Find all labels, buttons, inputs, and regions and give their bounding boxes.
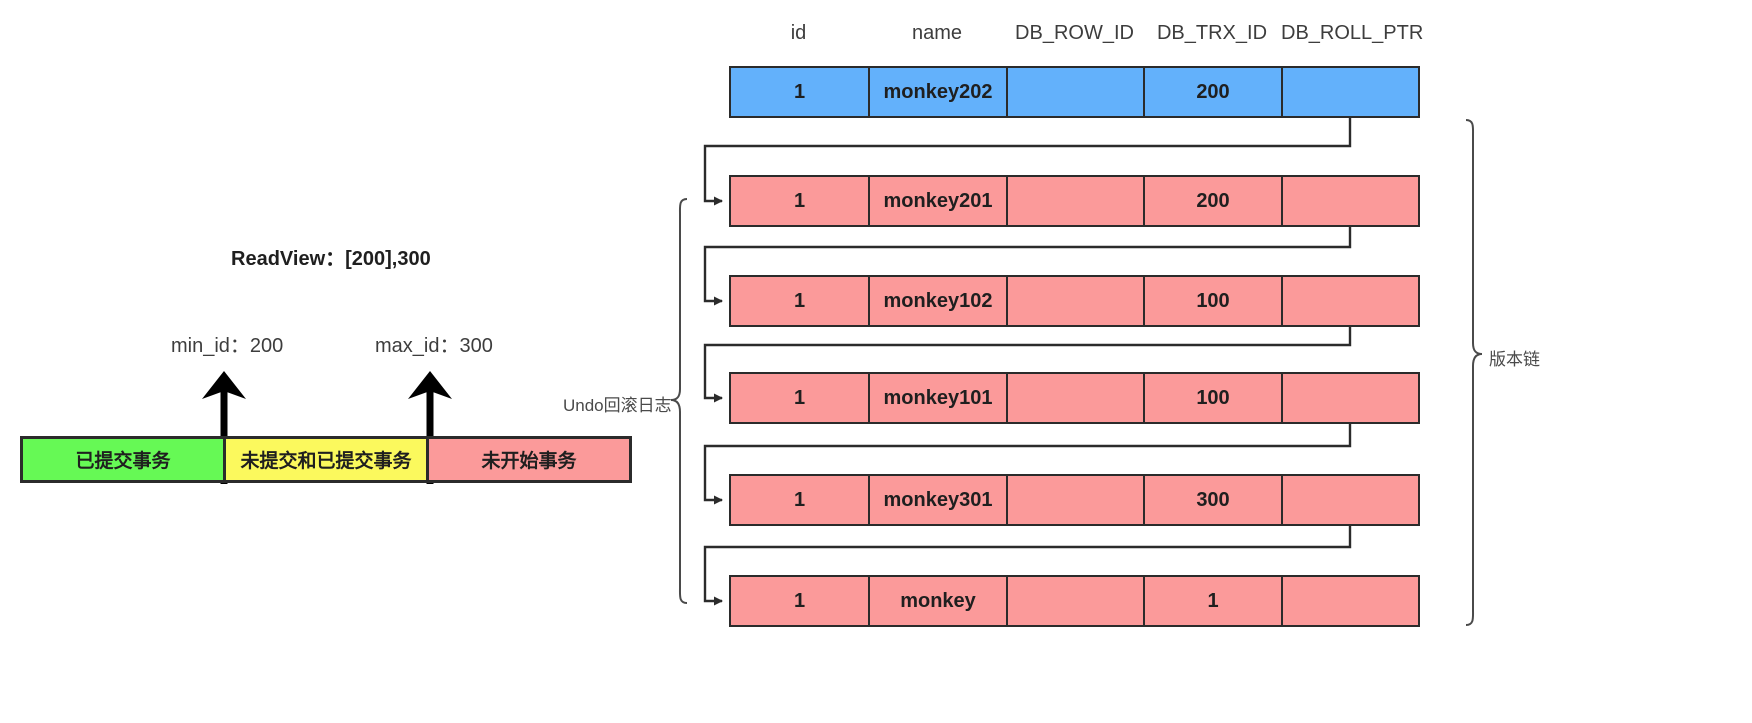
cell-id: 1 <box>731 177 870 225</box>
table-row[interactable]: 1 monkey301 300 <box>729 474 1420 526</box>
cell-db-row-id <box>1008 577 1145 625</box>
cell-name: monkey301 <box>870 476 1008 524</box>
cell-db-roll-ptr <box>1283 374 1418 422</box>
cell-db-roll-ptr <box>1283 177 1418 225</box>
transaction-state-bar: 已提交事务 未提交和已提交事务 未开始事务 <box>20 436 632 483</box>
column-header-id: id <box>790 22 807 44</box>
column-header-db-roll-ptr: DB_ROLL_PTR <box>1281 22 1424 44</box>
table-row[interactable]: 1 monkey 1 <box>729 575 1420 627</box>
cell-db-trx-id: 100 <box>1145 277 1283 325</box>
version-chain-label: 版本链 <box>1489 350 1540 369</box>
cell-db-row-id <box>1008 68 1145 116</box>
cell-db-roll-ptr <box>1283 577 1418 625</box>
segment-uncommitted[interactable]: 未提交和已提交事务 <box>226 439 429 480</box>
column-header-name: name <box>911 22 963 44</box>
column-header-db-trx-id: DB_TRX_ID <box>1156 22 1268 44</box>
cell-db-roll-ptr <box>1283 68 1418 116</box>
table-row[interactable]: 1 monkey201 200 <box>729 175 1420 227</box>
cell-name: monkey202 <box>870 68 1008 116</box>
cell-db-row-id <box>1008 476 1145 524</box>
cell-db-trx-id: 300 <box>1145 476 1283 524</box>
cell-db-trx-id: 200 <box>1145 68 1283 116</box>
cell-id: 1 <box>731 577 870 625</box>
cell-id: 1 <box>731 476 870 524</box>
cell-db-trx-id: 200 <box>1145 177 1283 225</box>
cell-name: monkey101 <box>870 374 1008 422</box>
cell-db-trx-id: 100 <box>1145 374 1283 422</box>
cell-name: monkey102 <box>870 277 1008 325</box>
table-row[interactable]: 1 monkey101 100 <box>729 372 1420 424</box>
cell-db-trx-id: 1 <box>1145 577 1283 625</box>
cell-db-row-id <box>1008 177 1145 225</box>
cell-db-roll-ptr <box>1283 277 1418 325</box>
cell-db-row-id <box>1008 374 1145 422</box>
cell-id: 1 <box>731 374 870 422</box>
table-row[interactable]: 1 monkey102 100 <box>729 275 1420 327</box>
segment-not-started[interactable]: 未开始事务 <box>429 439 629 480</box>
table-row[interactable]: 1 monkey202 200 <box>729 66 1420 118</box>
segment-committed[interactable]: 已提交事务 <box>23 439 226 480</box>
cell-id: 1 <box>731 277 870 325</box>
cell-db-row-id <box>1008 277 1145 325</box>
readview-label: ReadView：[200],300 <box>231 248 431 270</box>
min-id-label: min_id：200 <box>171 335 284 357</box>
undo-log-label: Undo回滚日志 <box>563 396 672 415</box>
cell-name: monkey201 <box>870 177 1008 225</box>
cell-db-roll-ptr <box>1283 476 1418 524</box>
cell-id: 1 <box>731 68 870 116</box>
max-id-label: max_id：300 <box>375 335 493 357</box>
column-header-db-row-id: DB_ROW_ID <box>1015 22 1134 44</box>
cell-name: monkey <box>870 577 1008 625</box>
